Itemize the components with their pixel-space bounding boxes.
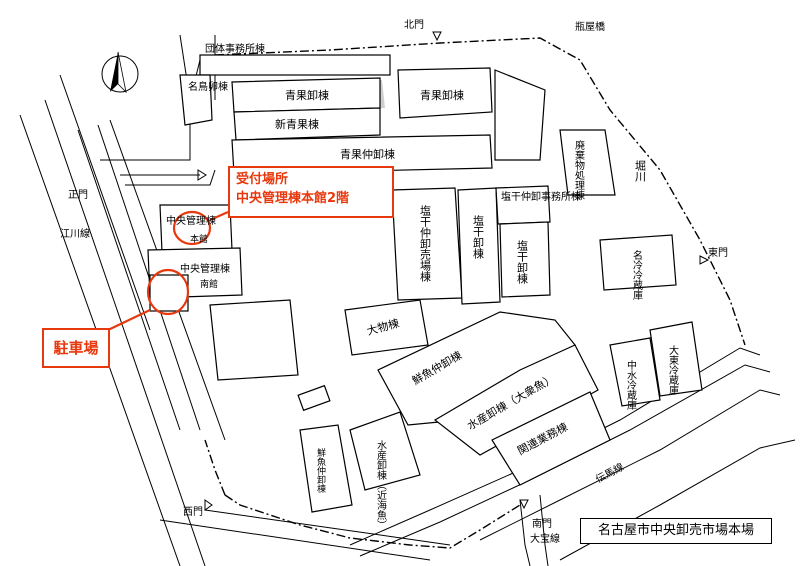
- shinseika-label: 新青果棟: [275, 117, 319, 131]
- parking-highlight: [146, 268, 190, 316]
- gate-marker-icon: [197, 31, 710, 511]
- seika-naka-label: 青果仲卸棟: [340, 147, 395, 161]
- seika-oroshi-2-label: 青果卸棟: [420, 88, 464, 102]
- gate-north-label: 北門: [404, 19, 424, 31]
- enkan-nakaoroshi-label: 塩干仲卸売場棟: [419, 204, 432, 283]
- haikibutsu-label: 廃棄物処理棟: [573, 139, 585, 201]
- bridge-label: 瓶屋橋: [575, 20, 605, 33]
- reception-callout: 受付場所 中央管理棟本館2階: [228, 166, 394, 218]
- road-tenma-label: 伝馬線: [593, 460, 626, 486]
- chuo-minami-label: 中央管理棟: [180, 262, 230, 275]
- sengyo-naka-2-label: 鮮魚仲卸棟: [315, 447, 326, 494]
- enkan-jimusho-label: 塩干仲卸事務所棟: [501, 190, 581, 203]
- dantai-label: 団体事務所棟: [205, 42, 265, 55]
- parking-callout: 駐車場: [42, 328, 110, 368]
- road-daiho-label: 大宝線: [530, 532, 560, 545]
- north-arrow-icon: [101, 51, 139, 94]
- honkan-sub-label: 本館: [190, 233, 208, 245]
- suisan-kinkai-label: 水産卸棟（近海魚）: [375, 440, 387, 530]
- daito-reizo-label: 大東冷蔵庫: [667, 344, 679, 396]
- enkan-oroshi-label: 塩干卸棟: [472, 214, 485, 260]
- chusui-reizo-label: 中水冷蔵庫: [625, 359, 637, 411]
- road-egawa-label: 江川線: [60, 227, 90, 240]
- parking-label: 駐車場: [53, 339, 99, 357]
- enkan-oroshi-2-label: 塩干卸棟: [516, 239, 529, 285]
- gate-main-label: 正門: [68, 189, 88, 201]
- chuo-honkan-label: 中央管理棟: [166, 214, 216, 227]
- gate-west-label: 西門: [183, 506, 203, 518]
- gate-south-label: 南門: [532, 517, 552, 530]
- reception-line2: 中央管理棟本館2階: [236, 191, 350, 206]
- map-title-box: 名古屋市中央卸売市場本場: [580, 518, 772, 544]
- market-boundary: [204, 37, 746, 549]
- minami-sub-label: 南館: [200, 278, 218, 290]
- seika-oroshi-1-label: 青果卸棟: [285, 88, 329, 102]
- gate-east-label: 東門: [708, 246, 728, 259]
- reception-highlight: [172, 210, 212, 246]
- map-title: 名古屋市中央卸売市場本場: [597, 523, 754, 538]
- mei-reizo-label: 名冷冷蔵庫: [631, 249, 643, 301]
- reception-line1: 受付場所: [236, 172, 289, 187]
- river-label: 堀川: [634, 160, 647, 182]
- meichoran-label: 名鳥卵棟: [188, 80, 228, 93]
